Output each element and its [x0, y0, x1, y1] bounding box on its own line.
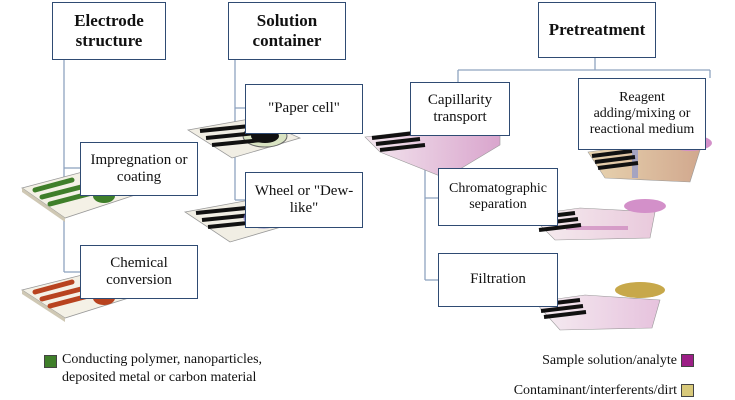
conducting-legend-label: Conducting polymer, nanoparticles, depos… — [62, 352, 263, 385]
reagent-label: Reagent adding/mixing or reactional medi… — [589, 89, 695, 138]
paper-cell-box: "Paper cell" — [245, 84, 363, 134]
contaminant-swatch — [681, 384, 694, 397]
filtration-label: Filtration — [470, 271, 526, 288]
chromatographic-box: Chromatographic separation — [438, 168, 558, 226]
capillarity-label: Capillarity transport — [427, 91, 493, 125]
chemical-conversion-label: Chemical conversion — [106, 254, 172, 288]
reagent-box: Reagent adding/mixing or reactional medi… — [578, 78, 706, 150]
solution-container-title: Solution container — [252, 11, 322, 50]
pretreatment-header: Pretreatment — [538, 2, 656, 58]
pretreatment-title: Pretreatment — [548, 20, 646, 40]
impregnation-box: Impregnation or coating — [80, 142, 198, 196]
chemical-conversion-box: Chemical conversion — [80, 245, 198, 299]
capillarity-box: Capillarity transport — [410, 82, 510, 136]
electrode-structure-header: Electrode structure — [52, 2, 166, 60]
paper-cell-label: "Paper cell" — [268, 100, 340, 117]
sample-legend-label: Sample solution/analyte — [542, 353, 677, 368]
contaminant-legend-label: Contaminant/interferents/dirt — [513, 383, 677, 398]
conducting-swatch — [44, 355, 57, 368]
wheel-box: Wheel or "Dew-like" — [245, 172, 363, 228]
filtration-box: Filtration — [438, 253, 558, 307]
wheel-label: Wheel or "Dew-like" — [254, 182, 354, 216]
solution-container-header: Solution container — [228, 2, 346, 60]
chromatographic-label: Chromatographic separation — [449, 180, 547, 212]
electrode-structure-title: Electrode structure — [74, 11, 144, 50]
impregnation-label: Impregnation or coating — [90, 151, 188, 185]
filtration-strip — [534, 282, 665, 331]
sample-swatch — [681, 354, 694, 367]
